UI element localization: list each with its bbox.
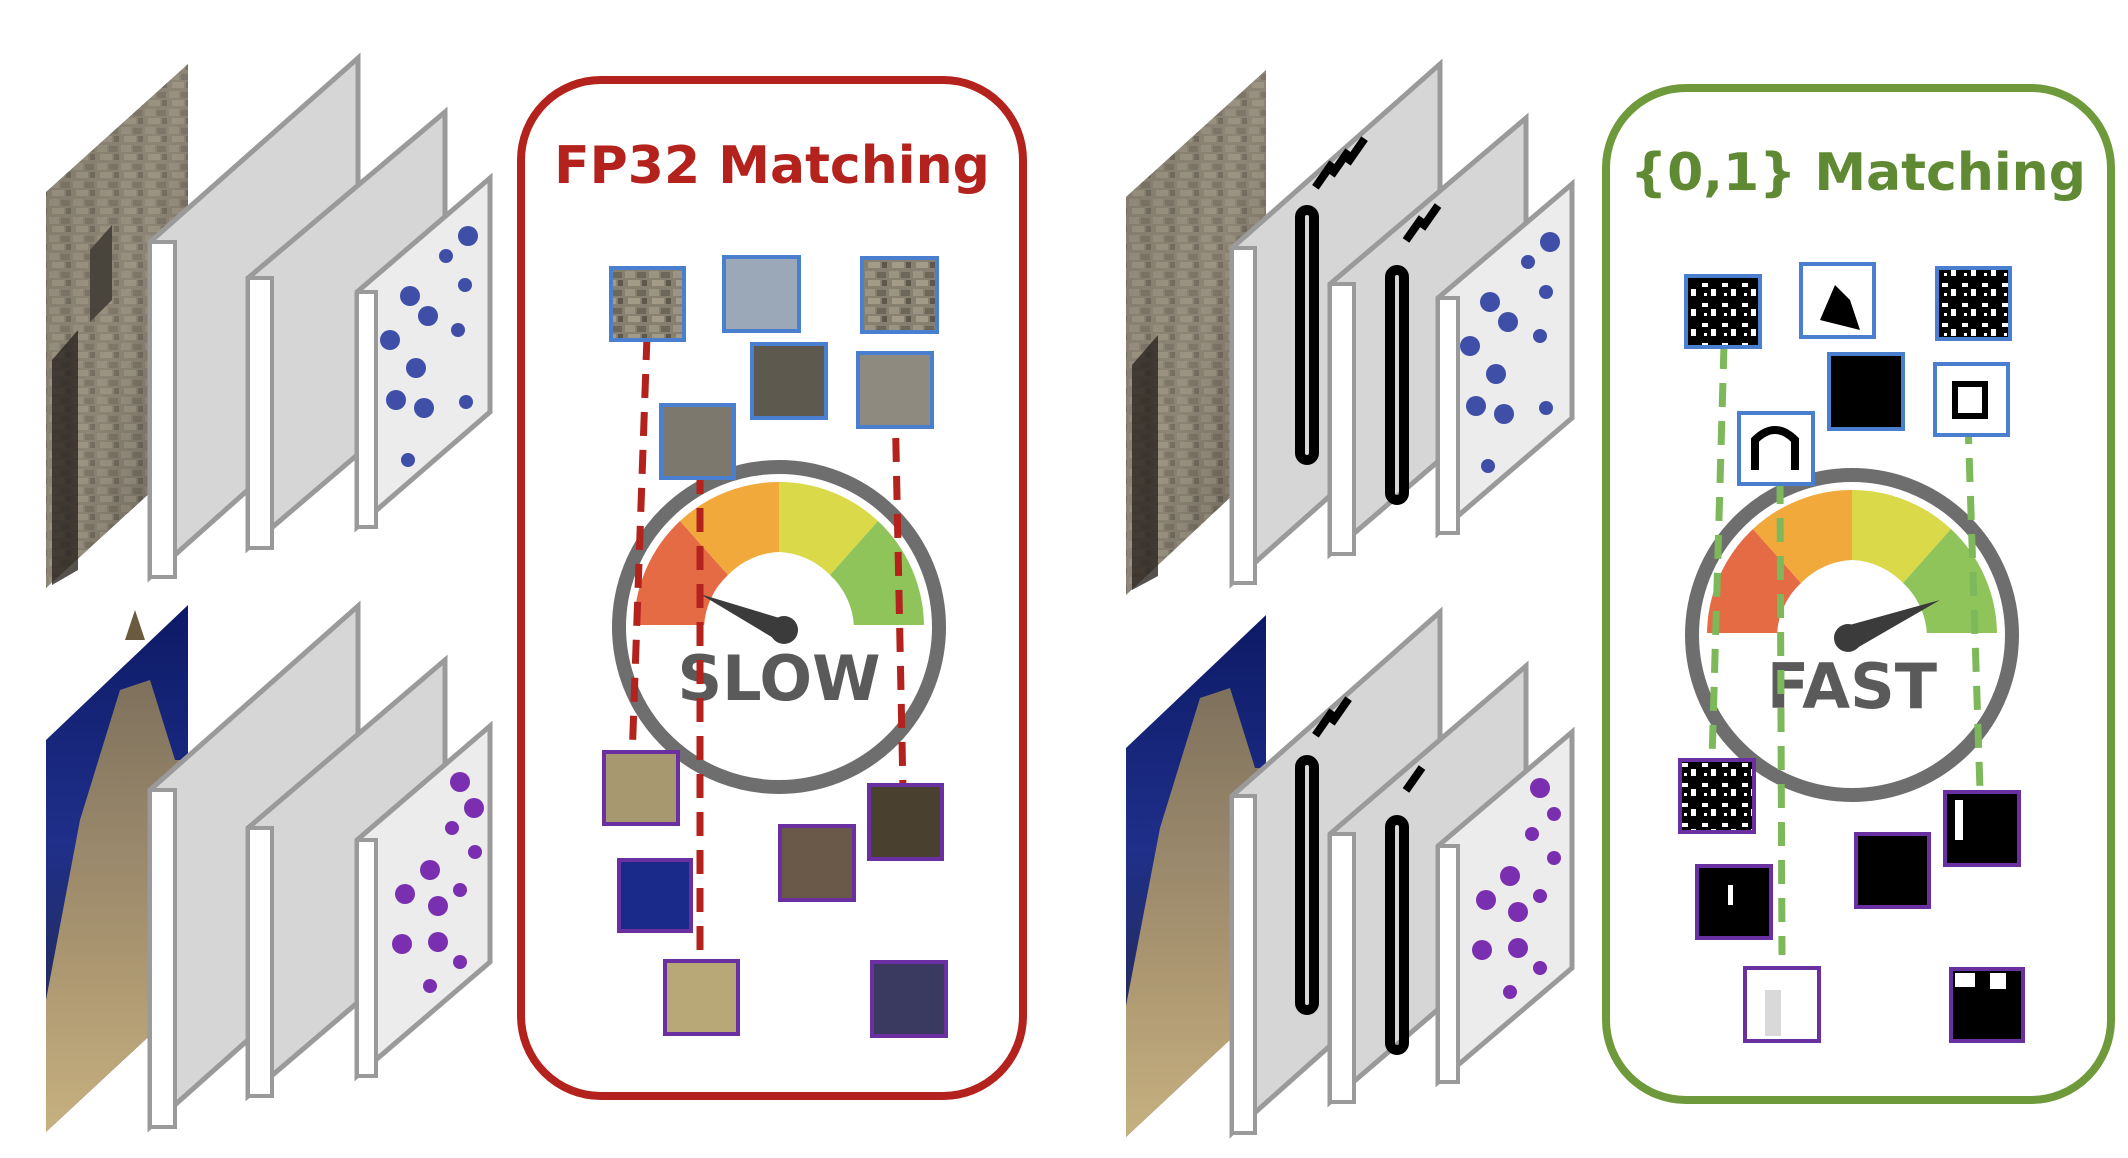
query-patch — [722, 255, 801, 333]
reference-keypoints — [1472, 778, 1561, 999]
reference-patch — [1743, 966, 1821, 1043]
query-patch — [860, 256, 939, 334]
reference-patch — [870, 960, 948, 1038]
reference-feature-patches — [602, 750, 948, 1038]
reference-patch — [867, 783, 944, 861]
match-lines — [628, 335, 907, 960]
cnn-layer-icon — [147, 52, 493, 583]
query-patch — [659, 403, 736, 480]
query-keypoints — [1460, 232, 1560, 473]
gauge-label: SLOW — [677, 642, 880, 715]
query-patch — [856, 351, 934, 429]
reference-patch — [1678, 758, 1756, 834]
query-patch — [609, 266, 686, 342]
query-patch — [1933, 362, 2010, 437]
query-patch — [1827, 352, 1905, 431]
query-patch — [1935, 266, 2012, 341]
cnn-layer-icon — [147, 600, 493, 1133]
query-keypoints — [380, 226, 478, 467]
query-patch — [1737, 411, 1815, 486]
reference-feature-patches — [1678, 758, 2025, 1043]
query-feature-patches — [609, 255, 939, 480]
binary-pattern-icon — [1295, 696, 1426, 1055]
reference-keypoints — [392, 772, 484, 993]
reference-patch — [778, 824, 856, 902]
reference-patch — [617, 858, 693, 933]
cnn-layer-icon — [1229, 606, 1575, 1139]
query-patch — [1684, 274, 1762, 349]
query-feature-patches — [1684, 262, 2012, 486]
panel-title: FP32 Matching — [554, 136, 990, 196]
speedometer-icon: SLOW — [612, 460, 946, 794]
match-lines — [1708, 344, 1984, 956]
query-patch — [750, 342, 828, 420]
fp32-pipeline — [46, 52, 493, 1133]
fp32-matching-panel: FP32 Matching SLOW — [517, 76, 1027, 1100]
reference-patch — [663, 959, 740, 1036]
binary-pipeline — [1126, 58, 1575, 1139]
binary-matching-panel: {0,1} Matching FAST — [1602, 84, 2115, 1104]
reference-patch — [1695, 864, 1773, 940]
binary-pattern-icon — [1295, 136, 1442, 505]
query-patch — [1799, 262, 1876, 339]
cnn-layer-icon — [1229, 58, 1575, 589]
panel-title: {0,1} Matching — [1630, 143, 2086, 203]
gauge-label: FAST — [1767, 650, 1937, 723]
reference-patch — [602, 750, 680, 826]
speedometer-icon: FAST — [1685, 468, 2019, 802]
reference-patch — [1854, 832, 1931, 909]
